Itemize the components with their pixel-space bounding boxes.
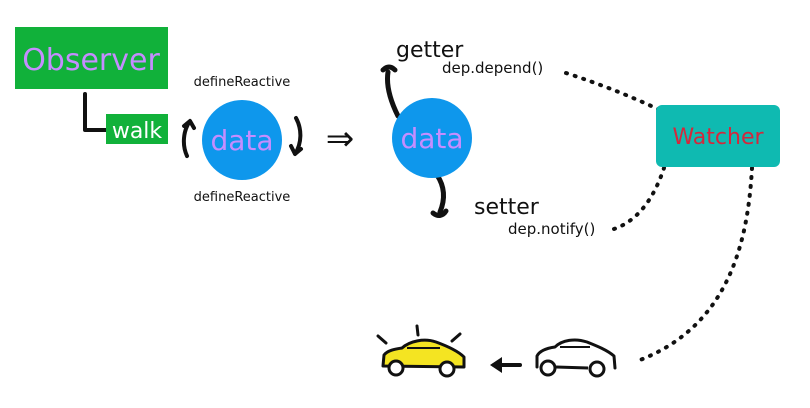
left-arrow-icon: [490, 357, 522, 373]
observer-walk-connector: [83, 92, 108, 132]
data-node-left: data: [202, 100, 282, 180]
watcher-box: [656, 105, 780, 167]
getter-label: getter: [396, 38, 464, 63]
setter-method: dep.notify(): [508, 220, 595, 238]
getter-method: dep.depend(): [442, 59, 543, 77]
walk-node: walk: [106, 114, 168, 144]
walk-box: [106, 114, 168, 144]
setter-label: setter: [474, 195, 540, 220]
notify-dotted-link: [612, 166, 666, 231]
watcher-label: Watcher: [672, 125, 764, 150]
data-label-right: data: [400, 122, 463, 155]
data-label-left: data: [210, 124, 273, 157]
data-circle-right: [392, 98, 472, 178]
data-node-right: data: [392, 98, 472, 178]
yellow-car-icon: [376, 324, 466, 378]
data-circle-left: [202, 100, 282, 180]
define-reactive-bottom-label: defineReactive: [194, 190, 291, 205]
transform-arrow-icon: ⇒: [326, 119, 355, 159]
update-dotted-link: [638, 166, 754, 362]
define-reactive-top-label: defineReactive: [194, 75, 291, 90]
walk-label: walk: [112, 119, 163, 144]
watcher-node: Watcher: [656, 105, 780, 167]
setter-hook: [430, 172, 449, 218]
getter-hook: [380, 64, 401, 119]
down-curve-arrow-icon: [289, 116, 303, 156]
observer-label: Observer: [22, 43, 160, 78]
up-curve-arrow-icon: [181, 119, 196, 158]
observer-node: Observer: [15, 27, 168, 89]
observer-box: [15, 27, 168, 89]
depend-dotted-link: [564, 71, 662, 112]
outline-car-icon: [535, 338, 617, 378]
